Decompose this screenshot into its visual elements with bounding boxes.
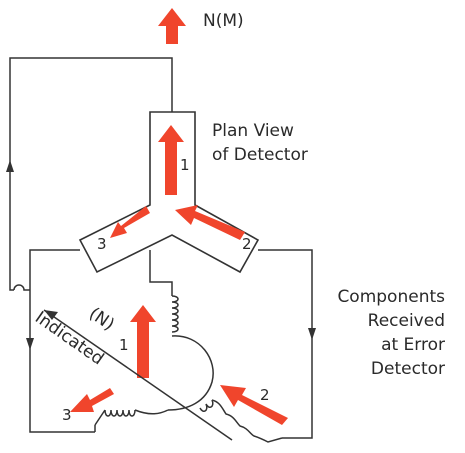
wire-crossover bbox=[13, 284, 30, 291]
wire-right bbox=[258, 249, 313, 439]
components-label-1: Components bbox=[337, 287, 445, 307]
detector-number-2: 2 bbox=[242, 235, 252, 253]
detector-arrows bbox=[110, 125, 245, 240]
detector-arrow-3 bbox=[110, 206, 150, 238]
error-number-3: 3 bbox=[62, 406, 72, 424]
coil-3 bbox=[104, 409, 136, 417]
detector-number-3: 3 bbox=[97, 235, 107, 253]
indicated-arrowhead bbox=[44, 310, 58, 320]
components-label-3: at Error bbox=[381, 335, 445, 355]
arrow-down-left bbox=[26, 338, 34, 350]
coil-2a bbox=[199, 399, 214, 412]
detector-number-1: 1 bbox=[180, 156, 190, 174]
arrow-up-left bbox=[6, 160, 14, 172]
arrow-down-right bbox=[308, 328, 316, 340]
wire-center bbox=[149, 250, 173, 296]
error-number-2: 2 bbox=[260, 386, 270, 404]
north-arrow bbox=[158, 8, 186, 44]
indicated-line bbox=[43, 309, 233, 441]
error-detector-core-lower bbox=[134, 409, 169, 415]
error-detector-arrows bbox=[70, 305, 288, 425]
error-detector bbox=[94, 295, 283, 443]
error-arrow-1 bbox=[130, 305, 156, 378]
coil-2 bbox=[211, 399, 283, 443]
components-label-2: Received bbox=[368, 311, 445, 331]
error-arrow-2 bbox=[220, 385, 288, 425]
error-number-1: 1 bbox=[119, 336, 129, 354]
coil-1 bbox=[171, 295, 179, 333]
error-detector-core bbox=[167, 335, 214, 411]
plan-view-label-1: Plan View bbox=[212, 121, 294, 141]
plan-view-label-2: of Detector bbox=[212, 145, 308, 165]
wire-direction-arrows bbox=[6, 160, 316, 350]
wire-left-loop bbox=[9, 57, 173, 291]
components-label-4: Detector bbox=[371, 359, 445, 379]
coil-3-lead bbox=[94, 409, 106, 426]
north-label: N(M) bbox=[203, 11, 244, 31]
indicated-n-label: (N) bbox=[85, 304, 118, 335]
detector-arrow-2 bbox=[175, 205, 245, 240]
detector-arrow-1 bbox=[158, 125, 184, 195]
error-arrow-3 bbox=[70, 388, 114, 412]
